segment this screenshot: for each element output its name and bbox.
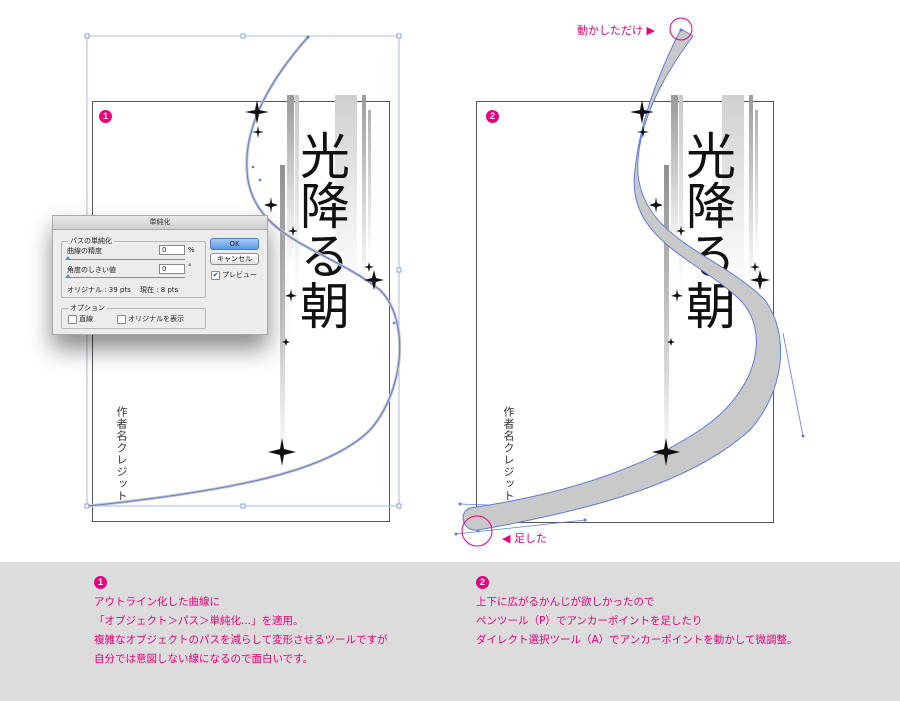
ribbon-shape (462, 28, 782, 531)
panel-2-vector-layer (454, 17, 805, 547)
angle-threshold-unit: ° (188, 263, 192, 271)
note-line: 自分では意図しない線になるので面白いです。 (94, 653, 314, 665)
author-credit: 作者名クレジット (115, 406, 128, 502)
show-original-checkbox[interactable] (117, 315, 126, 324)
light-beam (280, 165, 285, 465)
current-points: 現在 : 8 pts (140, 286, 179, 294)
path-simplify-group: パスの単純化 曲線の精度 0 % 角度のしきい値 0 ° オリジナル : 39 … (61, 236, 206, 298)
light-beam (679, 95, 683, 295)
note-line: アウトライン化した曲線に (94, 596, 220, 608)
cover-title: 光降る朝 (678, 130, 736, 330)
preview-label: プレビュー (222, 271, 257, 279)
note-line: 複雑なオブジェクトのパスを減らして変形させるツールですが (94, 634, 388, 646)
step-badge-1: 1 (94, 576, 107, 589)
simplified-curve-path (87, 36, 401, 507)
notes-band: 1 アウトライン化した曲線に 「オブジェクト＞パス＞単純化...」を適用。 複雑… (0, 562, 900, 701)
angle-threshold-label: 角度のしきい値 (67, 266, 116, 274)
annotation-moved: 動かしただけ ▶ (577, 24, 655, 37)
show-original-label: オリジナルを表示 (128, 315, 184, 323)
preview-checkbox[interactable]: ✔ (211, 271, 220, 280)
light-beam (295, 95, 299, 295)
curve-precision-unit: % (188, 246, 195, 254)
note-line: ペンツール（P）でアンカーポイントを足したり (476, 615, 703, 627)
step-badge-2: 2 (486, 110, 499, 123)
angle-threshold-input[interactable]: 0 (159, 264, 185, 274)
sparkle-icons (245, 100, 384, 466)
light-beam (287, 95, 294, 265)
note-2: 2 上下に広がるかんじが欲しかったので ペンツール（P）でアンカーポイントを足し… (476, 576, 797, 650)
step-badge-2: 2 (476, 576, 489, 589)
panel-1-vector-layer (84, 33, 402, 509)
note-1: 1 アウトライン化した曲線に 「オブジェクト＞パス＞単純化...」を適用。 複雑… (94, 576, 387, 669)
slider-thumb[interactable] (65, 256, 71, 260)
options-group: オプション 直線 オリジナルを表示 (61, 303, 206, 329)
annotation-added: ◀ 足した (502, 532, 547, 545)
note-line: 「オブジェクト＞パス＞単純化...」を適用。 (94, 615, 304, 627)
curve-precision-slider[interactable] (67, 259, 185, 260)
light-beam (335, 95, 357, 295)
light-beam (368, 110, 371, 260)
curve-precision-label: 曲線の精度 (67, 247, 102, 255)
group-label: パスの単純化 (68, 236, 114, 246)
step-badge-1: 1 (99, 110, 112, 123)
group-label: オプション (68, 303, 107, 313)
bounding-handles (84, 33, 402, 509)
light-beam (664, 165, 669, 465)
sparkle-icons (630, 100, 770, 466)
cancel-button[interactable]: キャンセル (210, 253, 259, 265)
slider-thumb[interactable] (65, 274, 71, 278)
light-beam (722, 95, 744, 295)
note-line: ダイレクト選択ツール（A）でアンカーポイントを動かして微調整。 (476, 634, 798, 646)
note-line: 上下に広がるかんじが欲しかったので (476, 596, 655, 608)
light-beam (749, 95, 753, 285)
light-beam (671, 95, 678, 265)
cover-title: 光降る朝 (292, 130, 350, 330)
author-credit: 作者名クレジット (502, 406, 515, 502)
moved-point-highlight (669, 17, 693, 41)
angle-threshold-slider[interactable] (67, 277, 185, 278)
light-beam (362, 95, 366, 285)
added-point-highlight (461, 515, 493, 547)
dialog-title: 単純化 (53, 216, 267, 230)
curve-precision-input[interactable]: 0 (159, 245, 185, 255)
light-beam (755, 110, 758, 260)
anchor-points (454, 28, 805, 536)
simplify-dialog: 単純化 パスの単純化 曲線の精度 0 % 角度のしきい値 0 ° オリジナル :… (52, 215, 268, 335)
original-points: オリジナル : 39 pts (67, 286, 131, 294)
ok-button[interactable]: OK (210, 238, 259, 250)
straight-checkbox[interactable] (68, 315, 77, 324)
straight-label: 直線 (79, 315, 93, 323)
